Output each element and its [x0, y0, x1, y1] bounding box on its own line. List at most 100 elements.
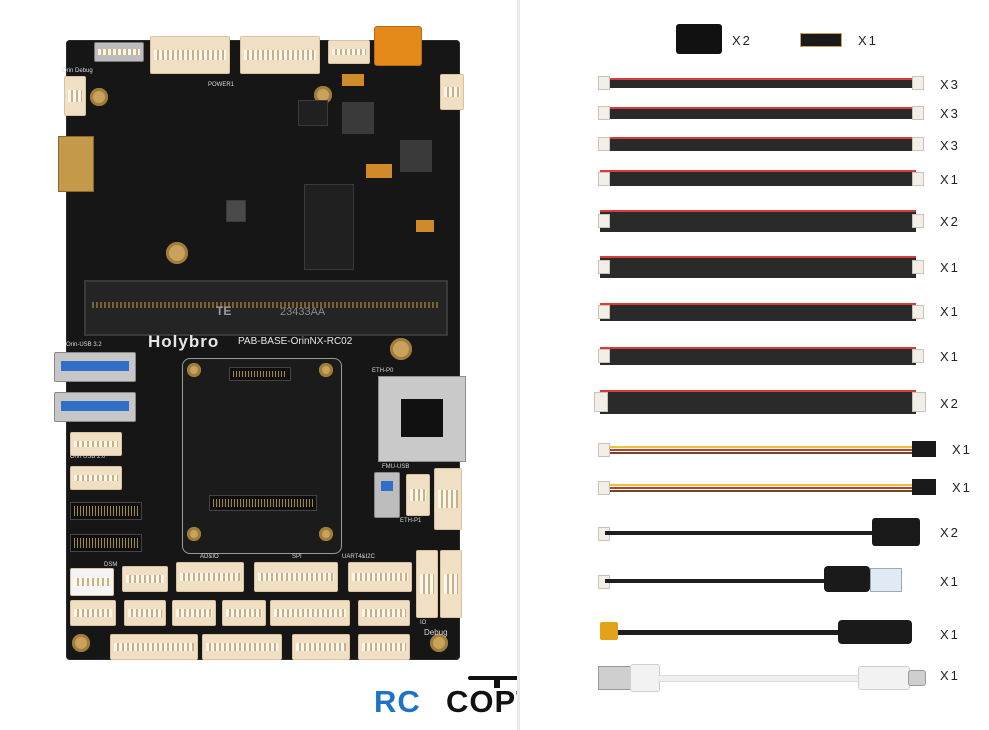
qty-cable-8: X1 [940, 349, 960, 364]
plug [912, 214, 924, 228]
servo-wire-brown [605, 490, 915, 492]
connector-spi [254, 562, 338, 592]
camera-connector-1 [70, 502, 142, 520]
plug [598, 305, 610, 319]
barrel-jack-connector [838, 620, 912, 644]
qty-header: X1 [858, 33, 878, 48]
capacitor [342, 74, 364, 86]
rj45-plug-icon [870, 568, 902, 592]
socket-te-mark: TE [216, 304, 232, 318]
connector-io [416, 550, 438, 618]
qty-xt30: X1 [940, 627, 960, 642]
usb-a-female-connector [872, 518, 920, 546]
flat-cable-2 [600, 107, 916, 119]
rj45-boot [824, 566, 870, 592]
servo-wire-yellow [605, 446, 915, 448]
mounting-hole [314, 86, 332, 104]
servo-wire-red [605, 487, 915, 489]
connector-debug [440, 550, 462, 618]
plug [598, 260, 610, 274]
usbc-fmu-port [374, 472, 400, 518]
plug [594, 392, 608, 412]
servo-wire-red [605, 449, 915, 451]
connector-bottom-b1 [70, 600, 116, 626]
mounting-hole [72, 634, 90, 652]
plug [912, 260, 924, 274]
flat-cable-9 [600, 390, 916, 414]
camera-connector-2 [70, 534, 142, 552]
usb-c-cable-wire [658, 675, 858, 682]
connector-usbc-top [94, 42, 144, 62]
usb-a-boot-icon [630, 664, 660, 692]
connector-right-1 [434, 468, 462, 530]
usb-a-plug-icon [598, 666, 632, 690]
label-eth-p1: ETH-P1 [400, 518, 422, 524]
qty-cable-4: X1 [940, 172, 960, 187]
rj45-cable-wire [605, 579, 835, 583]
flat-cable-6 [600, 256, 916, 278]
panel-divider [517, 0, 520, 730]
qty-cable-2: X3 [940, 106, 960, 121]
label-io: IO [420, 620, 427, 626]
label-fmu-usb: FMU-USB [382, 464, 410, 470]
qty-cable-5: X2 [940, 214, 960, 229]
ribbon-connector [229, 367, 291, 381]
mounting-hole [319, 363, 333, 377]
xt30-connector-icon [600, 622, 618, 640]
socket-code: 23433AA [280, 306, 326, 318]
capacitor [416, 220, 434, 232]
mounting-hole [166, 242, 188, 264]
connector-bottom-a1 [122, 566, 168, 592]
plug [912, 76, 924, 90]
usb-a-port-2 [54, 392, 136, 422]
module-icon [676, 24, 722, 54]
mounting-hole [187, 527, 201, 541]
mounting-hole [430, 634, 448, 652]
qty-cable-3: X3 [940, 138, 960, 153]
main-ic [304, 184, 354, 270]
inductor-1r8-a [342, 102, 374, 134]
plug [912, 349, 924, 363]
module-footprint [182, 358, 342, 554]
plug [912, 106, 924, 120]
servo-header [912, 479, 936, 495]
plug [598, 443, 610, 457]
connector-bottom-b5 [270, 600, 350, 626]
label-orin-usb20: Orin USB 2.0 [70, 454, 106, 460]
connector-adio [176, 562, 244, 592]
label-uart-i2c: UART4&I2C [342, 554, 375, 560]
connector-bottom-b2 [124, 600, 166, 626]
connector-power2 [240, 36, 320, 74]
connector-bottom-b6 [358, 600, 410, 626]
ribbon-connector [209, 495, 317, 511]
connector-bottom-c2 [202, 634, 282, 660]
connector-left-2 [70, 466, 122, 490]
plug [598, 137, 610, 151]
capacitor [366, 164, 392, 178]
xt30-cable-wire [618, 630, 838, 635]
plug [598, 76, 610, 90]
connector-uart-i2c [348, 562, 412, 592]
connector-right-top [440, 74, 464, 110]
label-adio: AD&IO [200, 554, 219, 560]
qty-module: X2 [732, 33, 752, 48]
plug [912, 172, 924, 186]
som-socket [84, 280, 448, 336]
plug [598, 106, 610, 120]
servo-wire-yellow [605, 484, 915, 486]
connector-bottom-b3 [172, 600, 216, 626]
mounting-hole [90, 88, 108, 106]
usb-cable-wire [605, 531, 875, 535]
flat-cable-3 [600, 137, 916, 151]
header-icon [800, 33, 842, 47]
plug [598, 214, 610, 228]
plug [912, 137, 924, 151]
flat-cable-1 [600, 78, 916, 88]
usb-c-boot-icon [858, 666, 910, 690]
rj45-port [378, 376, 466, 462]
hdmi-port [58, 136, 94, 192]
power-ic [298, 100, 328, 126]
logo-rc-text: RC [374, 684, 421, 719]
plug [912, 392, 926, 412]
mounting-hole [187, 363, 201, 377]
